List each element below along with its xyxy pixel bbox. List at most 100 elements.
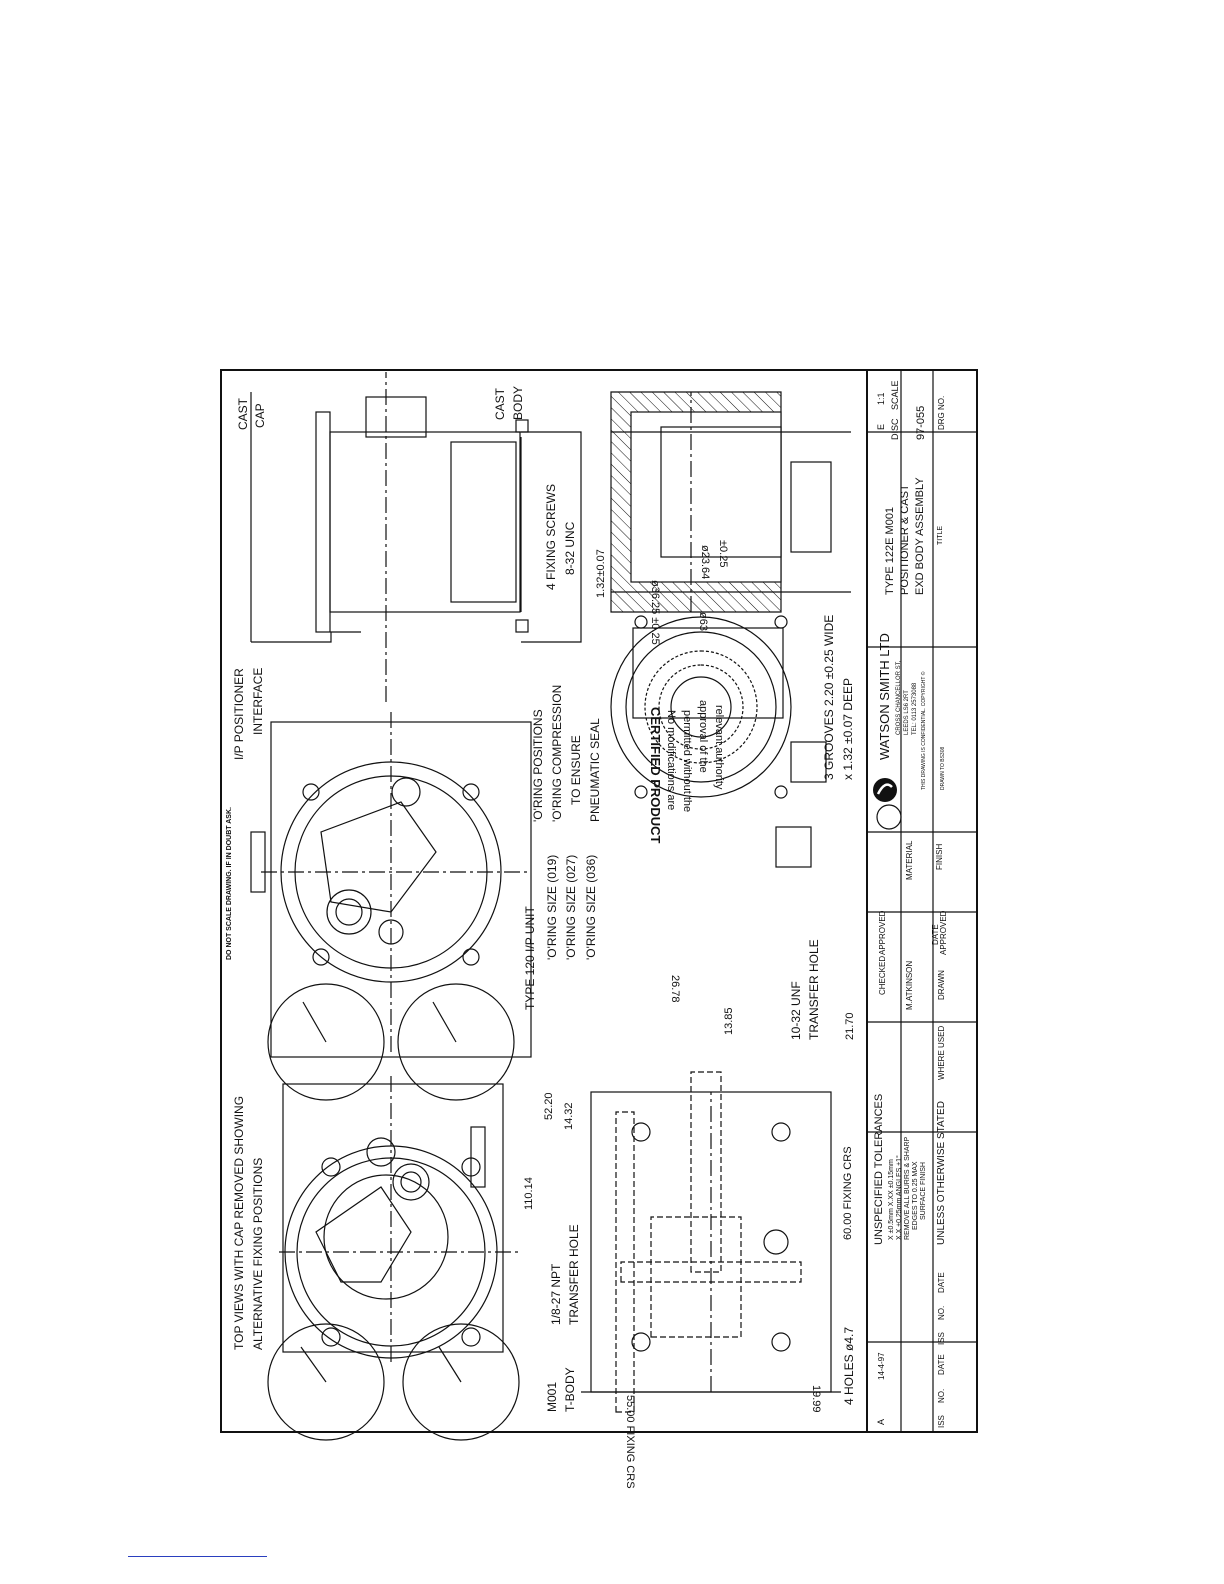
dim-26-78: 26.78	[669, 975, 681, 1003]
type-120-label: TYPE 120 I/P UNIT	[523, 906, 537, 1010]
dim-13-85: 13.85	[723, 1007, 735, 1035]
company-address-3: TEL: 0113 2573088	[912, 682, 918, 735]
tolerances-line-5: SURFACE FINISH	[920, 1162, 927, 1220]
title-line-3: EXD BODY ASSEMBLY	[914, 477, 926, 595]
tolerances-line-4: EDGES TO 0.25 MAX	[912, 1161, 919, 1230]
ip-interface-label-1: I/P POSITIONER	[232, 668, 246, 760]
drawn-by: M.ATKINSON	[905, 961, 914, 1010]
disc-label: DISC	[890, 418, 900, 440]
do-not-scale-note: DO NOT SCALE DRAWING. IF IN DOUBT ASK.	[226, 807, 233, 960]
dim-36-25: ø36.25 ±0.25	[649, 580, 661, 645]
drawing-number: 97-055	[915, 406, 927, 440]
company-logo	[873, 778, 897, 802]
certified-line-1: No modifications are	[665, 710, 677, 810]
title-block	[866, 370, 977, 1432]
dim-1-32: 1.32±0.07	[595, 549, 607, 598]
drawing-labels: DO NOT SCALE DRAWING. IF IN DOUBT ASK. T…	[226, 380, 948, 1488]
oring-positions-3: TO ENSURE	[569, 735, 583, 805]
oring-top-view	[610, 615, 827, 868]
issue-a-date: 14-4-97	[877, 1352, 886, 1380]
finish-label: FINISH	[935, 844, 944, 870]
tolerances-line-3: REMOVE ALL BURRS & SHARP	[904, 1136, 911, 1240]
scale-label: SCALE	[890, 380, 900, 410]
dim-025a: ±0.25	[717, 540, 729, 567]
tolerances-title: UNSPECIFIED TOLERANCES	[873, 1094, 885, 1245]
dim-63: ø63	[697, 612, 709, 631]
cast-cap-body-section	[250, 372, 582, 702]
unf-label-2: TRANSFER HOLE	[807, 939, 821, 1040]
dim-19-99: 19.99	[810, 1385, 822, 1413]
certified-line-2: permitted without the	[681, 710, 693, 812]
cast-cap-label-2: CAP	[253, 403, 267, 428]
certified-line-4: relevant authority	[713, 705, 725, 790]
m001-label-2: T-BODY	[563, 1367, 577, 1412]
cast-body-label-1: CAST	[493, 387, 507, 420]
dim-21-70: 21.70	[844, 1012, 856, 1040]
top-views-label-2: ALTERNATIVE FIXING POSITIONS	[251, 1158, 265, 1350]
drawn-label: DRAWN	[937, 970, 946, 1000]
drawing-content	[250, 370, 977, 1441]
title-label: TITLE	[937, 526, 944, 545]
tolerances-line-6: UNLESS OTHERWISE STATED	[936, 1101, 947, 1245]
t-body-section	[581, 1071, 841, 1413]
disc-value: E	[876, 424, 886, 430]
date-header-2: DATE	[937, 1272, 946, 1293]
unf-label-1: 10-32 UNF	[789, 981, 803, 1040]
drawing-number-label: DRG NO.	[937, 396, 946, 430]
no-header-2: NO.	[937, 1306, 946, 1320]
date-approved-label-1: DATE	[931, 924, 940, 945]
oring-size-1: 'O'RING SIZE (019)	[545, 855, 559, 960]
oring-positions-1: 'O'RING POSITIONS	[531, 709, 545, 822]
date-approved-label-2: APPROVED	[939, 910, 948, 955]
fixing-screws-label-2: 8-32 UNC	[563, 521, 577, 575]
confidential-note: THIS DRAWING IS CONFIDENTIAL. COPYRIGHT …	[920, 671, 927, 790]
title-line-2: POSITIONER & CAST	[899, 484, 911, 595]
npt-label-2: TRANSFER HOLE	[567, 1224, 581, 1325]
date-header: DATE	[937, 1354, 946, 1375]
cast-body-label-2: BODY	[511, 386, 525, 420]
tolerances-line-2: X.X ±0.25mm ANGLES ±1°	[895, 1155, 903, 1240]
grooves-label-2: x 1.32 ±0.07 DEEP	[841, 678, 855, 780]
dim-14-32: 14.32	[563, 1102, 575, 1130]
top-view-alternative	[267, 1072, 521, 1441]
iss-header: ISS	[937, 1415, 946, 1428]
footer-rule	[128, 1556, 267, 1557]
iss-header-2: ISS	[937, 1332, 946, 1345]
issue-a: A	[876, 1419, 886, 1425]
where-used-label: WHERE USED	[937, 1026, 946, 1080]
oring-positions-4: PNEUMATIC SEAL	[588, 718, 602, 822]
no-header: NO.	[937, 1389, 946, 1403]
company-address-2: LEEDS LS6 2RT	[904, 690, 910, 735]
title-line-1: TYPE 122E M001	[884, 507, 896, 595]
drawn-to-note: DRAWN TO BS308	[940, 747, 946, 790]
tolerances-line-1: X ±0.5mm X.XX ±0.15mm	[888, 1159, 895, 1240]
checked-label: CHECKED	[878, 956, 887, 995]
grooves-label-1: 3 GROOVES 2.20 ±0.25 WIDE	[822, 615, 836, 780]
oring-size-3: 'O'RING SIZE (036)	[584, 855, 598, 960]
certified-title: CERTIFIED PRODUCT	[648, 707, 663, 844]
material-label: MATERIAL	[905, 840, 914, 880]
ip-interface-label-2: INTERFACE	[251, 668, 265, 735]
scale-value: 1:1	[876, 392, 886, 405]
m001-label-1: M001	[545, 1382, 559, 1412]
dim-110-14: 110.14	[523, 1177, 535, 1210]
dim-55-00: 55.00 FIXING CRS	[624, 1395, 636, 1489]
certified-product-box	[632, 627, 784, 719]
certified-line-3: approval of the	[697, 700, 709, 773]
dim-23-64: ø23.64	[699, 545, 711, 579]
cast-body-sectional	[610, 391, 851, 613]
top-views-label-1: TOP VIEWS WITH CAP REMOVED SHOWING	[232, 1096, 246, 1350]
dim-52-20: 52.20	[543, 1092, 555, 1120]
oring-positions-2: 'O'RING COMPRESSION	[550, 685, 564, 822]
company-address-1: CROSS CHANCELLOR ST,	[896, 660, 902, 735]
company-name: WATSON SMITH LTD	[877, 633, 892, 760]
holes-label: 4 HOLES ø4.7	[842, 1327, 856, 1405]
top-view-type-120	[250, 712, 532, 1101]
npt-label-1: 1/8-27 NPT	[549, 1263, 563, 1325]
approved-label: APPROVED	[878, 910, 887, 955]
fixing-screws-label-1: 4 FIXING SCREWS	[544, 484, 558, 590]
sheet-border	[220, 369, 978, 1433]
cast-cap-label-1: CAST	[236, 397, 250, 430]
dim-60-00: 60.00 FIXING CRS	[842, 1146, 854, 1240]
